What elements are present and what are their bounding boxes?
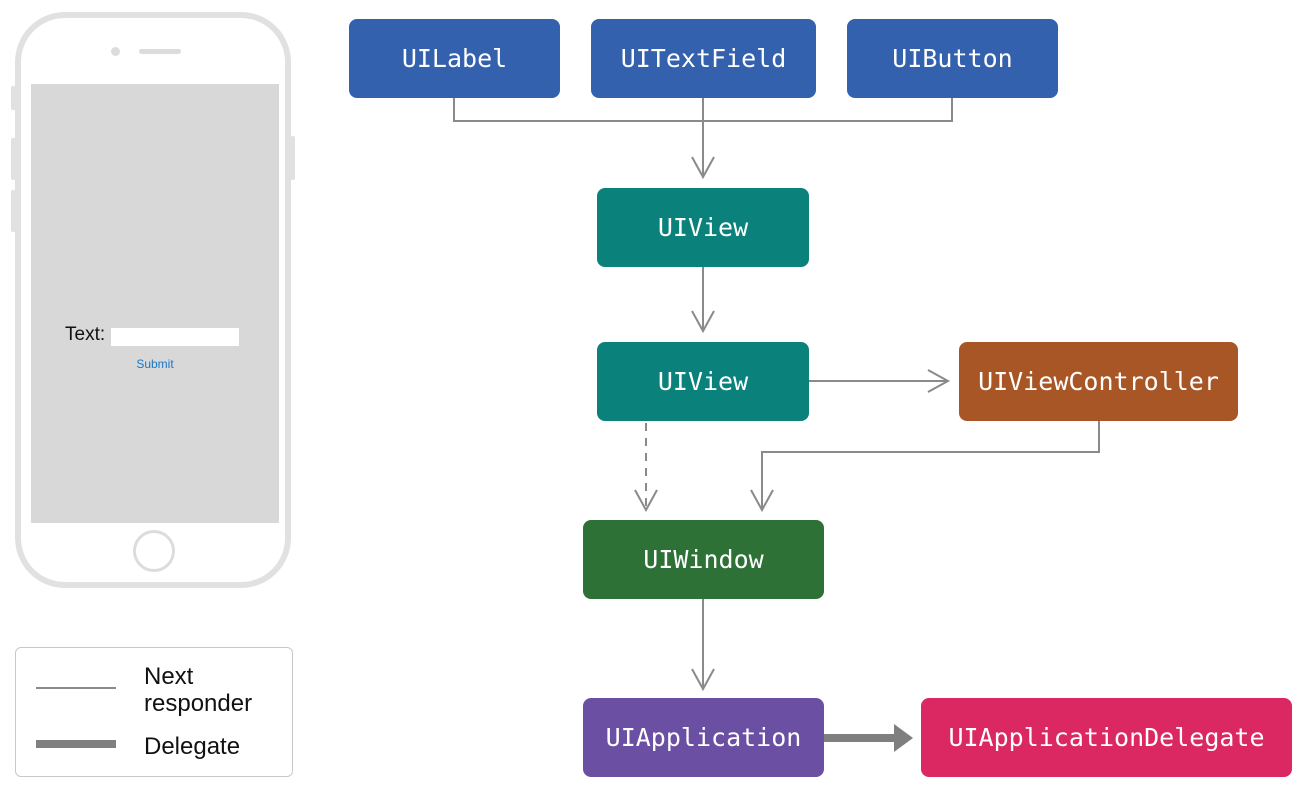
node-uiapplication: UIApplication [583,698,824,777]
node-uibutton: UIButton [847,19,1058,98]
edge-uiviewcontroller-to-uiwindow [761,421,1100,510]
arrowhead-uiapplication [691,668,715,692]
node-uilabel: UILabel [349,19,560,98]
node-uiview-mid: UIView [597,342,809,421]
volume-up-button [11,138,16,180]
arrowhead-uiview-mid [691,310,715,334]
node-uiviewcontroller: UIViewController [959,342,1238,421]
legend-next-responder-swatch [36,687,116,689]
node-uiwindow: UIWindow [583,520,824,599]
mute-switch [11,86,16,110]
arrowhead-delegate [894,724,913,752]
node-label: UILabel [401,44,508,73]
camera-icon [111,47,120,56]
arrowhead-uiviewcontroller [927,369,951,393]
node-label: UIViewController [978,367,1219,396]
power-button [290,136,295,180]
text-label: Text: [65,324,106,345]
speaker-grille [139,49,181,54]
node-label: UIView [657,367,749,396]
edge-uibutton-to-uiview [703,98,953,122]
arrowhead-uiwindow-left [634,489,658,513]
node-label: UITextField [620,44,787,73]
legend: Next responder Delegate [15,647,293,777]
node-uiapplicationdelegate: UIApplicationDelegate [921,698,1292,777]
arrowhead-uiview-top [691,156,715,180]
node-uitextfield: UITextField [591,19,816,98]
node-label: UIApplication [605,723,802,752]
phone-screen: Text: Submit [31,84,279,523]
legend-next-responder-label: Next responder [144,663,253,717]
arrowhead-uiwindow-right [750,489,774,513]
text-input[interactable] [111,328,239,346]
legend-delegate-swatch [36,740,116,748]
node-label: UIView [657,213,749,242]
iphone-mockup: Text: Submit [15,12,291,588]
submit-button[interactable]: Submit [136,357,174,371]
home-button[interactable] [133,530,175,572]
edge-uilabel-to-uiview [453,98,703,122]
node-label: UIWindow [643,545,764,574]
volume-down-button [11,190,16,232]
node-uiview-top: UIView [597,188,809,267]
legend-delegate-label: Delegate [144,733,241,760]
node-label: UIApplicationDelegate [948,723,1265,752]
node-label: UIButton [892,44,1013,73]
